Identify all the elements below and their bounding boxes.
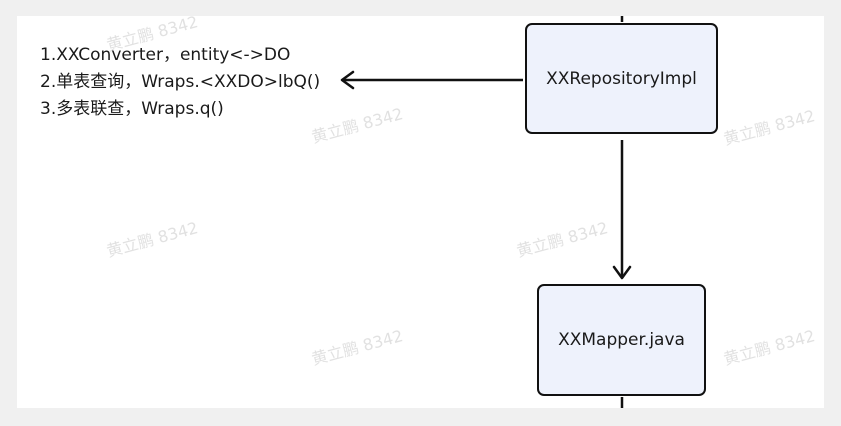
repository-impl-label: XXRepositoryImpl [546,68,697,89]
note-converter: 1.XXConverter，entity<->DO [40,45,291,65]
left-arrowhead [340,70,355,90]
note-multi-table-query: 3.多表联查，Wraps.q() [40,99,224,119]
mapper-label: XXMapper.java [558,330,685,350]
repository-impl-node[interactable]: XXRepositoryImpl [525,23,718,134]
diagram-canvas: 黄立鹏 8342 黄立鹏 8342 黄立鹏 8342 黄立鹏 8342 黄立鹏 … [17,16,824,408]
connectors [340,16,632,408]
down-arrowhead [612,265,632,280]
note-single-table-query: 2.单表查询，Wraps.<XXDO>lbQ() [40,72,321,92]
notes-list: 1.XXConverter，entity<->DO 2.单表查询，Wraps.<… [40,42,320,123]
mapper-node[interactable]: XXMapper.java [537,284,706,396]
